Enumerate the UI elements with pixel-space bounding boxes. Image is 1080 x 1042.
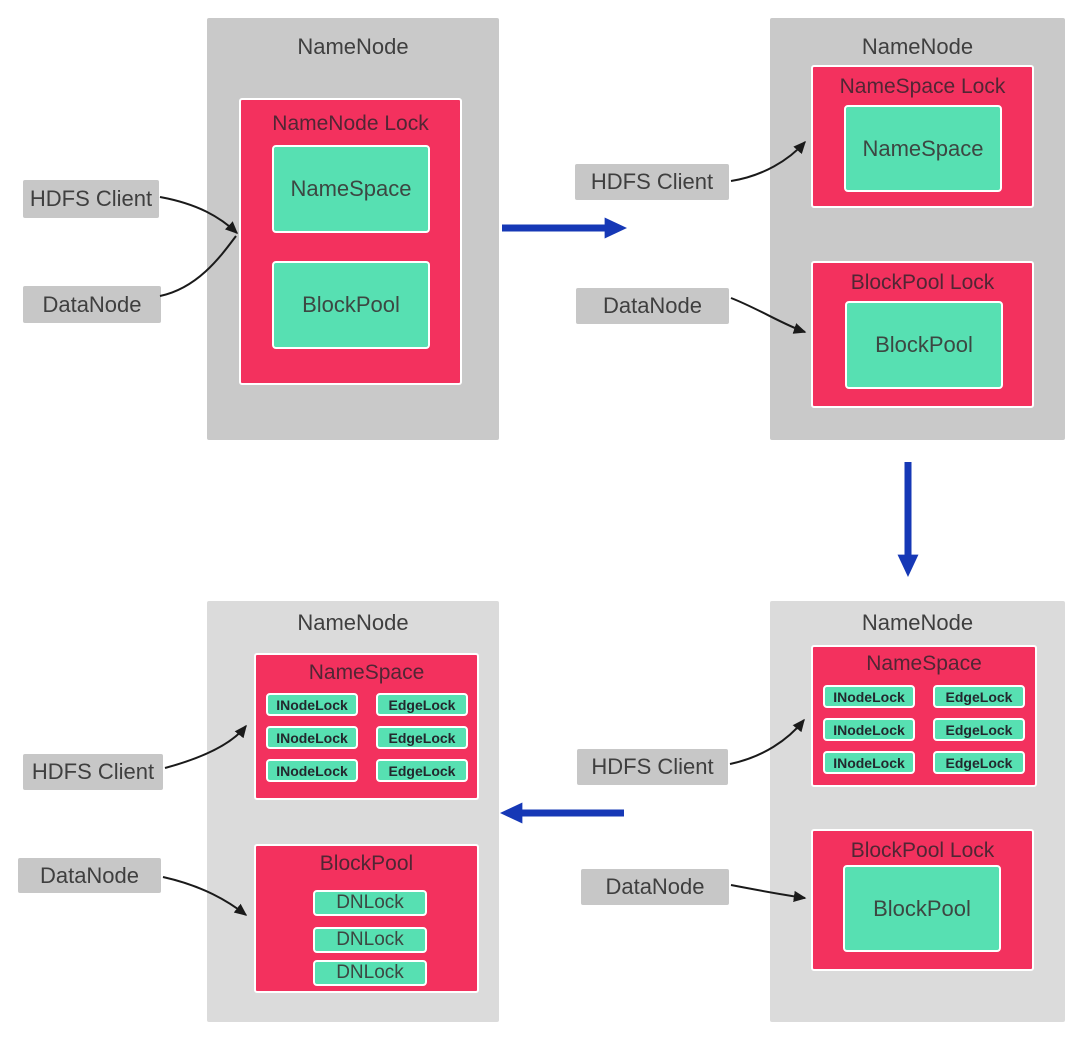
- inodelock-box: INodeLock: [266, 759, 358, 782]
- hdfs-client-label: HDFS Client: [575, 164, 729, 200]
- lock-box-title: BlockPool: [319, 852, 414, 875]
- panel-title: NameNode: [861, 610, 974, 635]
- inodelock-box: INodeLock: [266, 693, 358, 716]
- namespace-box: NameSpace: [272, 145, 430, 233]
- inodelock-box: INodeLock: [823, 685, 915, 708]
- lock-box-title: BlockPool Lock: [850, 839, 995, 862]
- blockpool-fine-lock-box: BlockPool DNLock DNLock DNLock: [254, 844, 479, 993]
- inodelock-box: INodeLock: [266, 726, 358, 749]
- lock-box-title: BlockPool Lock: [850, 271, 995, 294]
- datanode-label: DataNode: [581, 869, 729, 905]
- datanode-label: DataNode: [576, 288, 729, 324]
- blockpool-lock-box: BlockPool Lock BlockPool: [811, 829, 1034, 971]
- namespace-fine-lock-box: NameSpace INodeLock EdgeLock INodeLock E…: [254, 653, 479, 800]
- panel-stage4-namenode: NameNode NameSpace INodeLock EdgeLock IN…: [207, 601, 499, 1022]
- dnlock-box: DNLock: [313, 927, 427, 953]
- namespace-fine-lock-box: NameSpace INodeLock EdgeLock INodeLock E…: [811, 645, 1037, 787]
- edgelock-box: EdgeLock: [933, 718, 1025, 741]
- panel-stage2-namenode: NameNode NameSpace Lock NameSpace BlockP…: [770, 18, 1065, 440]
- datanode-label: DataNode: [23, 286, 161, 323]
- hdfs-client-label: HDFS Client: [577, 749, 728, 785]
- hdfs-client-label: HDFS Client: [23, 180, 159, 218]
- edgelock-box: EdgeLock: [376, 726, 468, 749]
- datanode-label: DataNode: [18, 858, 161, 893]
- lock-box-title: NameSpace Lock: [839, 75, 1006, 98]
- hdfs-client-label: HDFS Client: [23, 754, 163, 790]
- inodelock-box: INodeLock: [823, 751, 915, 774]
- edgelock-box: EdgeLock: [376, 759, 468, 782]
- lock-box-title: NameNode Lock: [272, 112, 429, 135]
- lock-box-title: NameSpace: [866, 652, 982, 675]
- lock-box-title: NameSpace: [308, 661, 425, 684]
- panel-stage1-namenode: NameNode NameNode Lock NameSpace BlockPo…: [207, 18, 499, 440]
- blockpool-box: BlockPool: [843, 865, 1001, 952]
- dnlock-box: DNLock: [313, 960, 427, 986]
- panel-title: NameNode: [861, 34, 974, 59]
- edgelock-box: EdgeLock: [933, 685, 1025, 708]
- namespace-box: NameSpace: [844, 105, 1002, 192]
- blockpool-box: BlockPool: [272, 261, 430, 349]
- panel-stage3-namenode: NameNode NameSpace INodeLock EdgeLock IN…: [770, 601, 1065, 1022]
- edgelock-box: EdgeLock: [933, 751, 1025, 774]
- panel-title: NameNode: [297, 34, 409, 59]
- blockpool-box: BlockPool: [845, 301, 1003, 389]
- namespace-lock-box: NameSpace Lock NameSpace: [811, 65, 1034, 208]
- inodelock-box: INodeLock: [823, 718, 915, 741]
- panel-title: NameNode: [297, 610, 409, 635]
- edgelock-box: EdgeLock: [376, 693, 468, 716]
- blockpool-lock-box: BlockPool Lock BlockPool: [811, 261, 1034, 408]
- namenode-lock-box: NameNode Lock NameSpace BlockPool: [239, 98, 462, 385]
- dnlock-box: DNLock: [313, 890, 427, 916]
